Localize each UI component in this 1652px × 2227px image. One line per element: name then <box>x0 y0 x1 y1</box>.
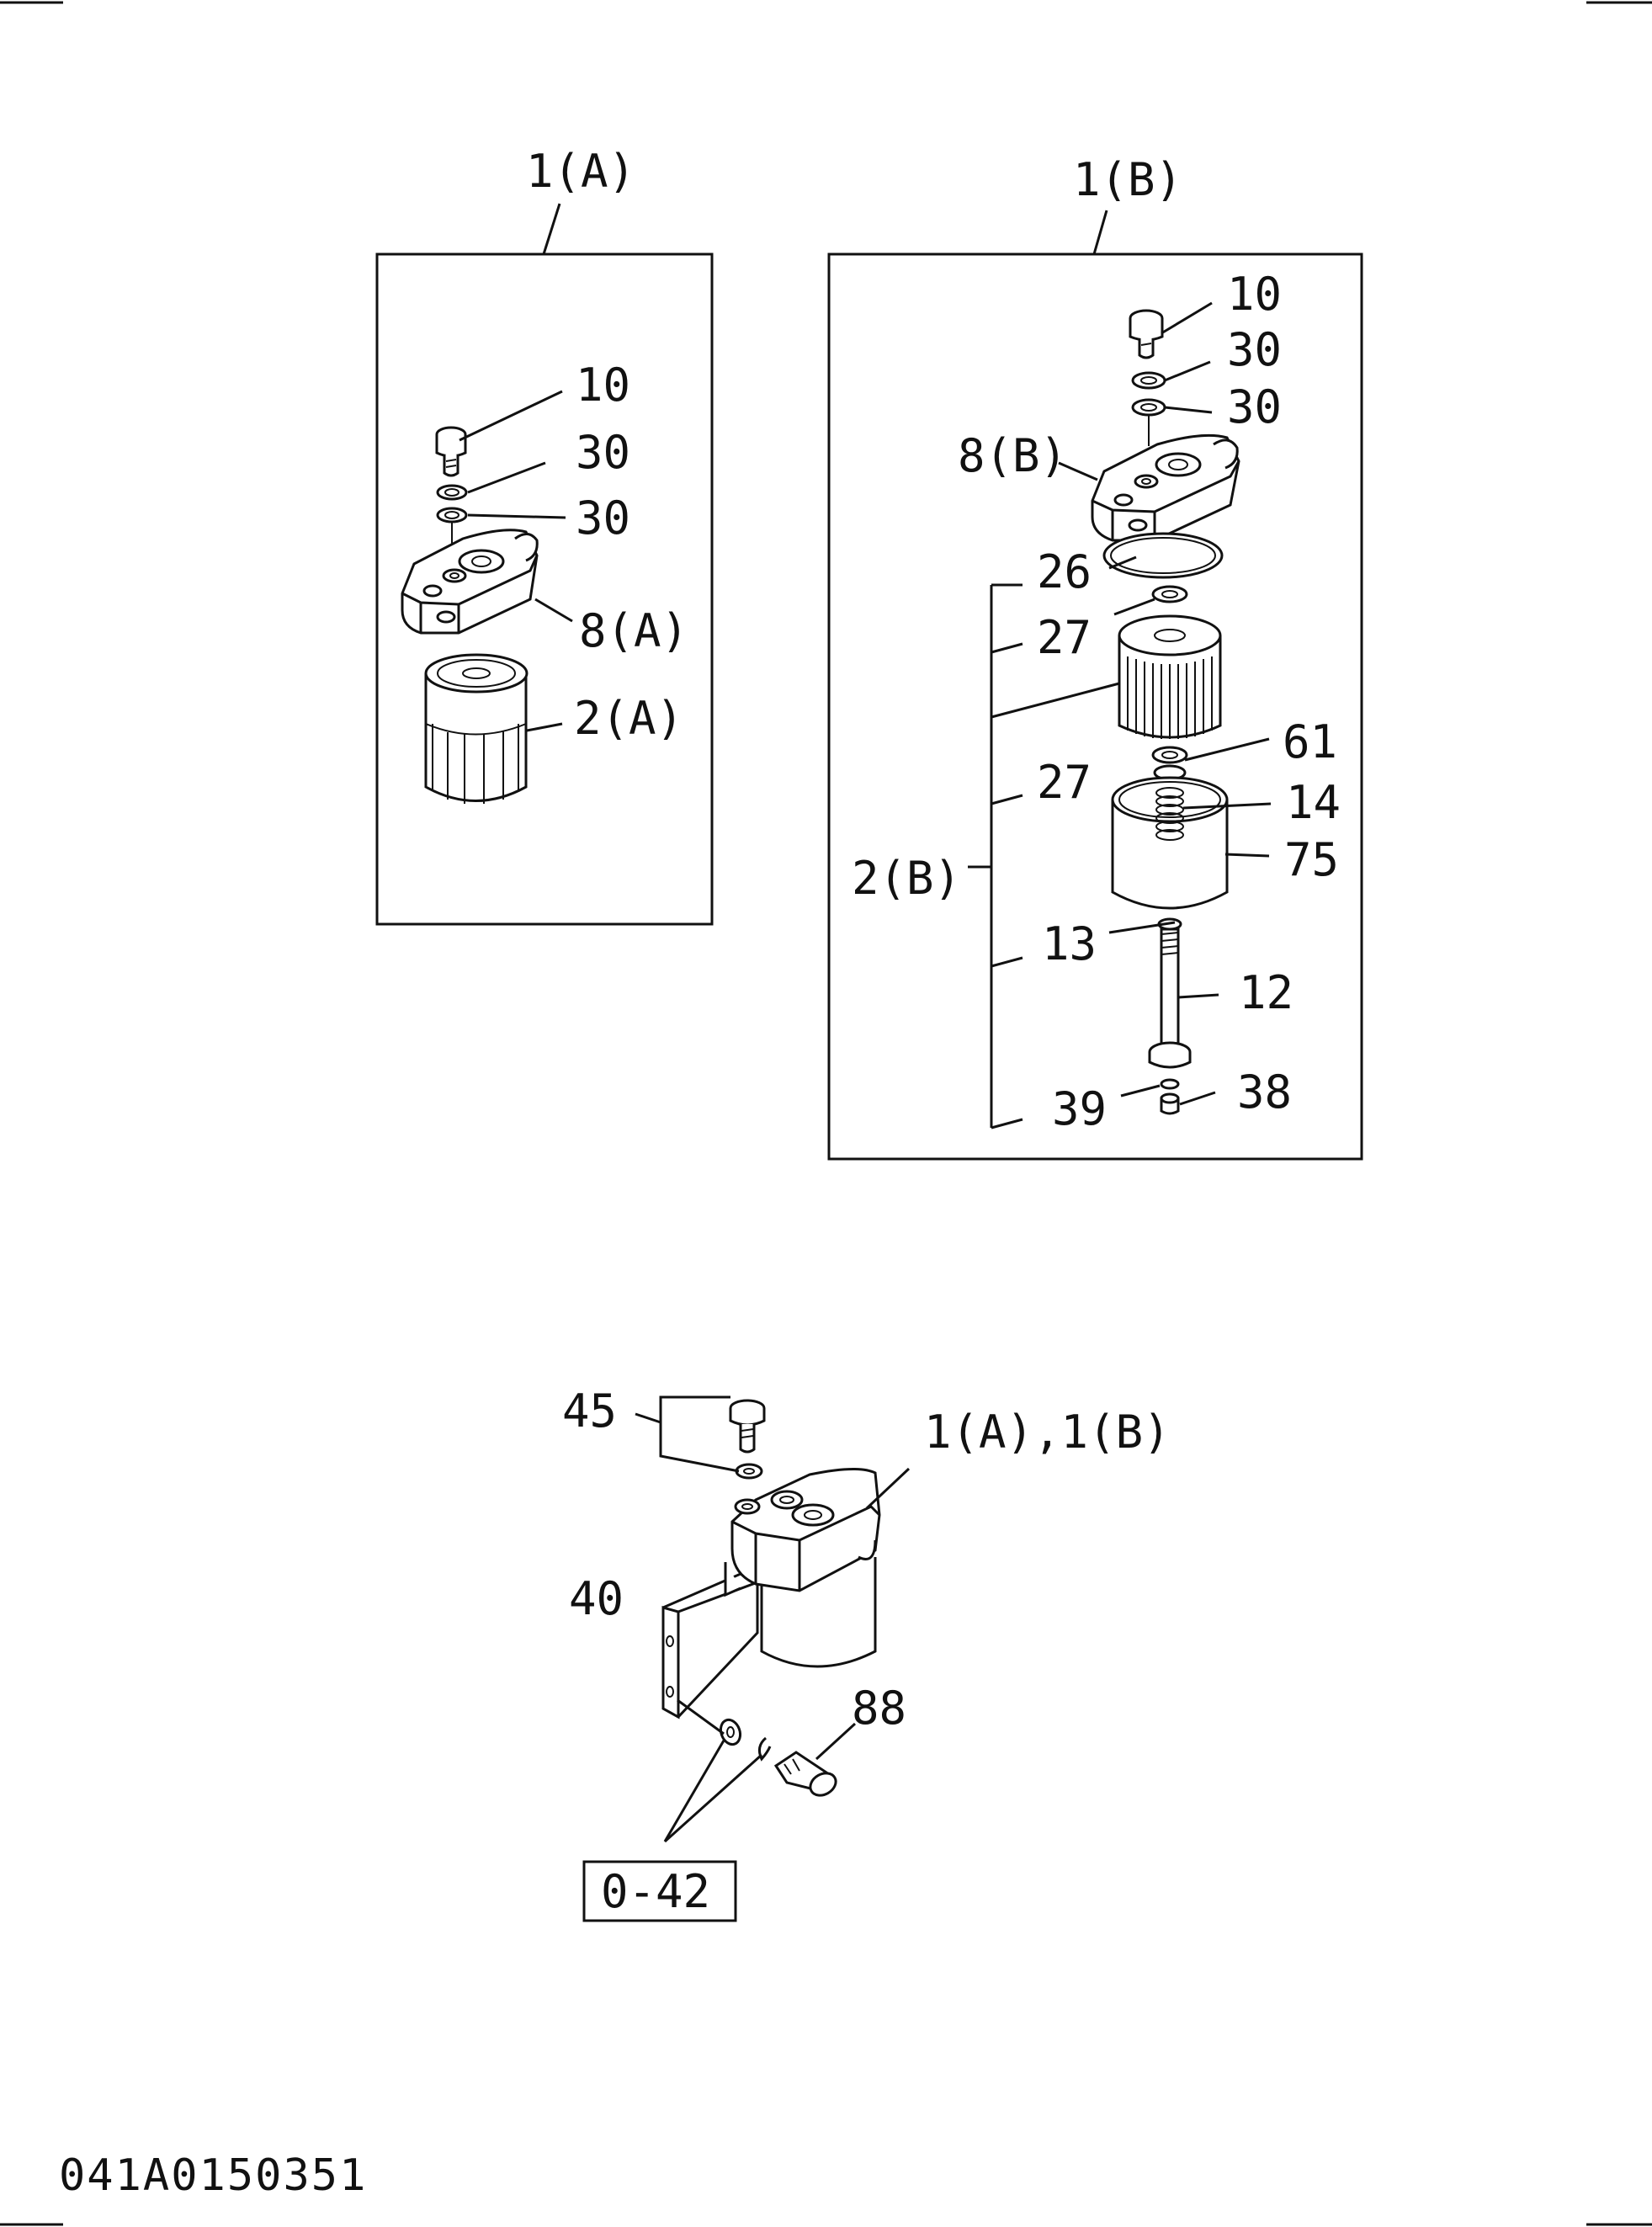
washer-icon <box>436 507 468 524</box>
group-b-label-bowl: 75 <box>1284 833 1339 886</box>
filter-cartridge-icon <box>424 653 529 804</box>
washer-icon <box>1160 1078 1180 1090</box>
group-b-label-filter-assembly: 2(B) <box>852 852 961 905</box>
mounting-bracket-icon <box>661 1562 759 1719</box>
bolt-icon <box>773 1751 837 1797</box>
group-b-label-gasket-top: 27 <box>1037 611 1092 664</box>
filter-assembly-bracket <box>968 583 1120 1129</box>
washer-icon <box>1131 398 1166 417</box>
gasket-icon <box>1151 746 1188 764</box>
filter-head-icon <box>401 529 539 635</box>
drain-plug-icon <box>1160 1092 1180 1115</box>
group-a-label-head: 8(A) <box>579 604 688 657</box>
washer-icon <box>436 484 468 501</box>
mounting-label-bolt-lower: 88 <box>852 1682 906 1735</box>
group-a-label-bolt: 10 <box>576 359 630 412</box>
group-b-label-center-bolt: 12 <box>1239 966 1293 1019</box>
spring-washer-icon <box>757 1736 772 1762</box>
group-b-label-washer: 39 <box>1052 1082 1107 1135</box>
gasket-icon <box>1151 585 1188 603</box>
filter-element-icon <box>1118 614 1222 739</box>
group-b-label-ring: 61 <box>1283 715 1337 768</box>
group-b-label-drain-plug: 38 <box>1237 1066 1292 1119</box>
group-b-label-gasket-bottom: 27 <box>1037 756 1092 809</box>
bolt-icon <box>1129 309 1164 359</box>
bolt-icon <box>729 1399 766 1454</box>
drawing-code: 041A0150351 <box>59 2150 367 2201</box>
reference-box <box>582 1860 737 1922</box>
mounting-label-bracket: 40 <box>569 1572 624 1625</box>
group-a-label-filter: 2(A) <box>574 692 683 745</box>
mounting-view: 45 1(A),1(B) 40 88 0-42 <box>562 1385 1171 1922</box>
filter-body-icon <box>730 1467 881 1668</box>
washer-icon <box>719 1718 742 1746</box>
mounting-label-reference: 0-42 <box>601 1865 710 1918</box>
center-bolt-icon <box>1148 927 1192 1069</box>
group-b-label-bolt: 10 <box>1227 268 1282 321</box>
group-a-label-washer-lower: 30 <box>576 492 630 545</box>
bolt-icon <box>435 426 467 477</box>
washer-icon <box>1131 371 1166 390</box>
group-b-frame <box>827 252 1363 1161</box>
spring-icon <box>1155 787 1184 841</box>
bowl-icon <box>1111 776 1229 910</box>
mounting-label-assembly: 1(A),1(B) <box>924 1406 1171 1459</box>
group-a: 1(A) <box>375 145 714 926</box>
group-b-label-spring: 14 <box>1286 776 1341 829</box>
group-b-label-head: 8(B) <box>958 429 1067 482</box>
filter-head-icon <box>1091 433 1240 542</box>
group-b-label-washer-upper: 30 <box>1227 323 1282 376</box>
o-ring-icon <box>1102 532 1224 579</box>
group-b-label-seal: 13 <box>1042 917 1097 970</box>
group-b-label-washer-lower: 30 <box>1227 380 1282 433</box>
group-a-label-washer-upper: 30 <box>576 426 630 479</box>
group-a-title: 1(A) <box>526 145 635 198</box>
group-b-title: 1(B) <box>1073 153 1182 206</box>
mounting-label-bolt: 45 <box>562 1385 617 1438</box>
washer-icon <box>735 1463 763 1480</box>
group-b: 1(B) <box>827 153 1363 1161</box>
group-b-label-o-ring: 26 <box>1037 545 1092 598</box>
